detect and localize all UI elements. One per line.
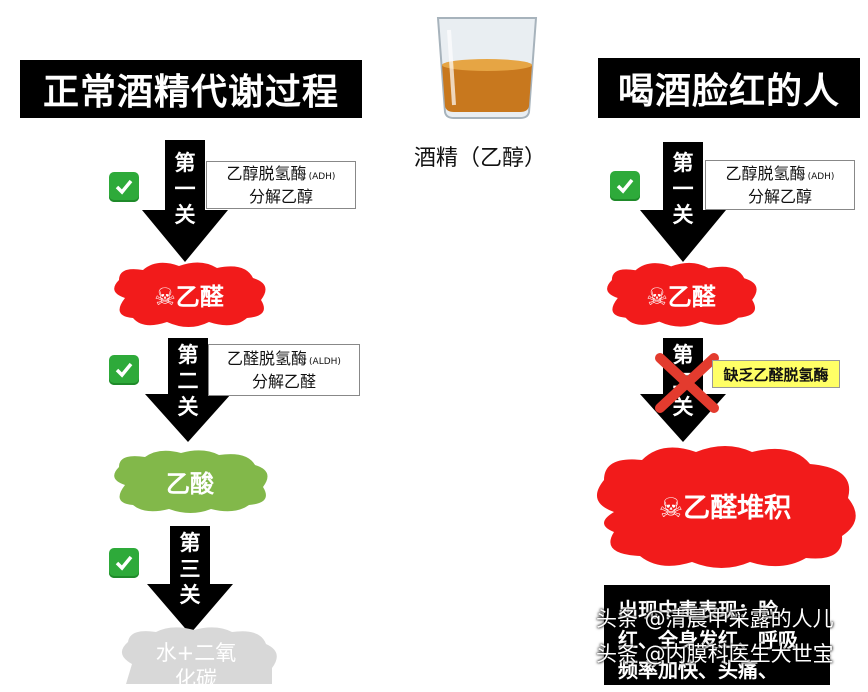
cloud-acetic-acid — [114, 450, 268, 513]
check-icon — [610, 171, 640, 201]
cloud-acetaldehyde-text: ☠乙醛 — [646, 282, 716, 311]
arrow-label-text: 第三关 — [179, 531, 201, 607]
whiskey-glass-icon — [436, 17, 538, 119]
down-arrow — [142, 140, 228, 262]
enzyme-abbr: (ADH) — [807, 171, 835, 182]
left-title: 正常酒精代谢过程 — [20, 60, 362, 118]
enzyme-action: 分解乙醇 — [747, 186, 812, 206]
right-title: 喝酒脸红的人 — [598, 58, 860, 118]
watermark: 头条 @清晨中采露的人儿 头条 @内膜科医生大世宝 — [596, 606, 866, 668]
enzyme-abbr: (ALDH) — [309, 356, 341, 367]
arrow-label-text: 第二关 — [177, 343, 199, 419]
enzyme-action: 分解乙醛 — [251, 371, 316, 391]
missing-enzyme-label: 缺乏乙醛脱氢酶 — [712, 360, 840, 388]
arrow-label: 第一关 — [170, 150, 200, 228]
watermark-line2: 头条 @内膜科医生大世宝 — [596, 642, 834, 666]
cloud-water-co2-text: 水+二氧化碳 — [155, 641, 237, 691]
enzyme-name: 乙醛脱氢酶 — [227, 348, 308, 368]
enzyme-action: 分解乙醇 — [248, 186, 313, 206]
cloud-water-co2 — [121, 627, 277, 684]
check-icon — [109, 355, 139, 385]
down-arrow — [147, 526, 233, 634]
arrow-label: 第一关 — [668, 150, 698, 228]
enzyme-label: 乙醛脱氢酶(ALDH) 分解乙醛 — [208, 344, 360, 396]
arrow-label: 第三关 — [175, 530, 205, 608]
arrow-label-text: 第一关 — [672, 151, 694, 227]
enzyme-name: 乙醇脱氢酶 — [725, 163, 806, 183]
cloud-acetaldehyde-text: ☠乙醛 — [154, 282, 224, 311]
arrow-label: 第二关 — [173, 342, 203, 420]
down-arrow — [145, 338, 231, 442]
enzyme-name: 乙醇脱氢酶 — [226, 163, 307, 183]
cross-icon — [655, 353, 719, 413]
cloud-acetaldehyde — [607, 262, 757, 327]
enzyme-label: 乙醇脱氢酶(ADH) 分解乙醇 — [206, 161, 356, 209]
cloud-acetaldehyde-accumulation-text: ☠乙醛堆积 — [658, 492, 792, 524]
down-arrow — [640, 142, 726, 262]
check-icon — [109, 172, 139, 202]
enzyme-abbr: (ADH) — [308, 171, 336, 182]
watermark-line1: 头条 @清晨中采露的人儿 — [596, 607, 834, 631]
arrow-label-text: 第一关 — [174, 151, 196, 227]
enzyme-label: 乙醇脱氢酶(ADH) 分解乙醇 — [705, 160, 855, 210]
cloud-acetaldehyde — [114, 262, 266, 327]
check-icon — [109, 548, 139, 578]
cloud-acetic-acid-text: 乙酸 — [166, 469, 214, 498]
glass-label: 酒精（乙醇） — [413, 146, 546, 171]
cloud-acetaldehyde-accumulation — [596, 446, 856, 568]
